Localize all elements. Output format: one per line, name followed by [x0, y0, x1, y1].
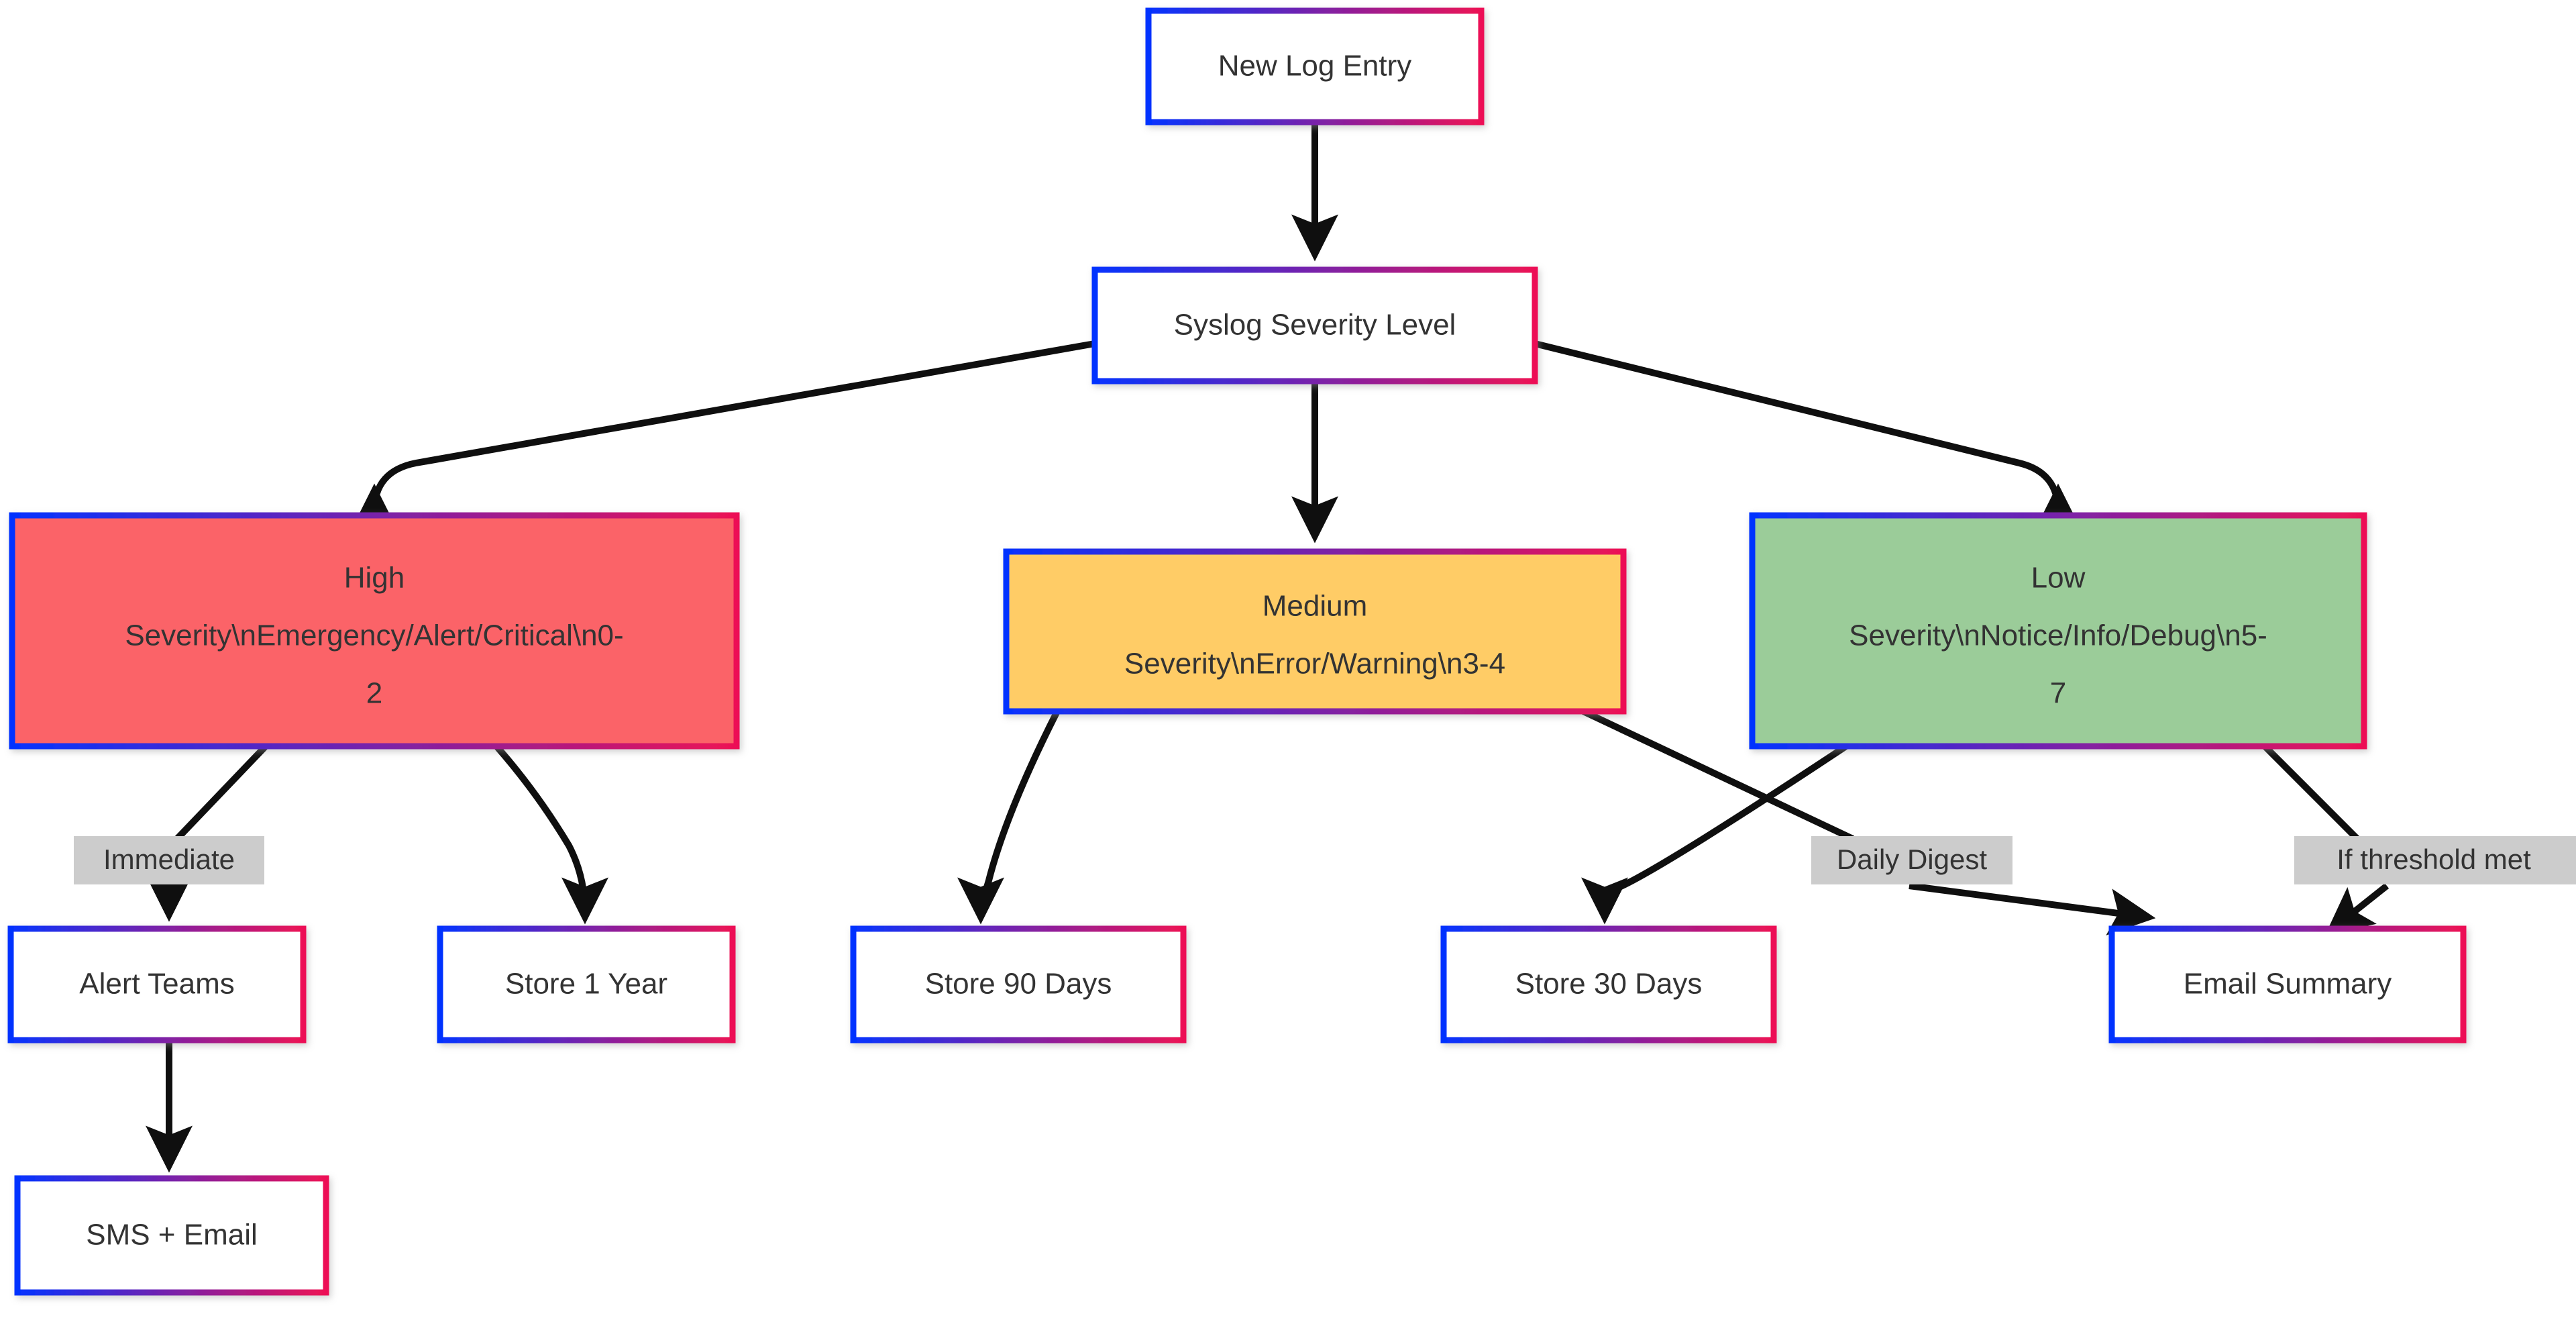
node-box-high-severity[interactable] — [9, 512, 740, 750]
edge-layer — [146, 122, 2390, 1173]
node-text-medium-severity-line2: Severity\nError/Warning\n3-4 — [1124, 648, 1505, 680]
node-box-low-severity[interactable] — [1749, 512, 2367, 750]
edge-syslog-severity-level-to-low-severity — [1534, 340, 2082, 531]
node-text-low-severity-line2: Severity\nNotice/Info/Debug\n5- — [1849, 619, 2267, 652]
node-text-store-90-days: Store 90 Days — [925, 968, 1112, 1001]
edge-high-severity-to-store-1-year — [494, 744, 608, 925]
node-text-sms-plus-email: SMS + Email — [86, 1219, 258, 1252]
node-store-30-days[interactable]: Store 30 Days — [1440, 925, 1777, 1043]
edge-label-text-daily-digest: Daily Digest — [1837, 844, 1987, 875]
edge-label-text-if-threshold-met: If threshold met — [2337, 844, 2531, 875]
node-store-1-year[interactable]: Store 1 Year — [437, 925, 736, 1043]
edge-label-daily-digest: Daily Digest — [1811, 836, 2012, 884]
node-medium-severity[interactable]: Medium Severity\nError/Warning\n3-4 — [1003, 548, 1627, 715]
edge-label-text-immediate: Immediate — [103, 844, 235, 875]
node-store-90-days[interactable]: Store 90 Days — [850, 925, 1187, 1043]
node-text-store-30-days: Store 30 Days — [1515, 968, 1703, 1001]
node-new-log-entry[interactable]: New Log Entry — [1145, 7, 1485, 125]
node-high-severity[interactable]: High Severity\nEmergency/Alert/Critical\… — [9, 512, 740, 750]
edge-label-immediate: Immediate — [74, 836, 264, 884]
node-text-medium-severity-line1: Medium — [1263, 590, 1368, 623]
edge-medium-severity-to-email-summary — [1581, 708, 1855, 842]
node-text-high-severity-line2: Severity\nEmergency/Alert/Critical\n0- — [125, 619, 623, 652]
edge-medium-severity-to-email-summary-tail — [1909, 882, 2156, 935]
node-alert-teams[interactable]: Alert Teams — [7, 925, 307, 1043]
node-text-new-log-entry: New Log Entry — [1218, 50, 1412, 83]
edge-high-severity-to-alert-teams — [173, 744, 268, 843]
edge-low-severity-to-email-summary — [2262, 744, 2360, 842]
node-box-sms-plus-email[interactable] — [14, 1175, 329, 1296]
edge-label-bg-immediate — [74, 836, 264, 884]
node-text-alert-teams: Alert Teams — [79, 968, 235, 1001]
node-box-syslog-severity-level[interactable] — [1091, 266, 1538, 385]
edge-label-bg-daily-digest — [1811, 836, 2012, 884]
edge-label-if-threshold-met: If threshold met — [2294, 836, 2576, 884]
node-text-store-1-year: Store 1 Year — [505, 968, 667, 1001]
edge-low-severity-to-email-summary-tail — [2325, 883, 2390, 935]
node-text-low-severity-line1: Low — [2031, 562, 2086, 595]
node-text-high-severity-line3: 2 — [366, 677, 382, 710]
edge-label-bg-if-threshold-met — [2294, 836, 2576, 884]
node-box-store-30-days[interactable] — [1440, 925, 1777, 1043]
node-text-low-severity-line3: 7 — [2050, 677, 2066, 710]
node-box-medium-severity[interactable] — [1003, 548, 1627, 715]
node-email-summary[interactable]: Email Summary — [2108, 925, 2467, 1043]
node-text-high-severity-line1: High — [344, 562, 405, 595]
node-box-email-summary[interactable] — [2108, 925, 2467, 1043]
node-low-severity[interactable]: Low Severity\nNotice/Info/Debug\n5- 7 — [1749, 512, 2367, 750]
edge-syslog-severity-level-to-high-severity — [351, 340, 1095, 531]
node-box-new-log-entry[interactable] — [1145, 7, 1485, 125]
node-text-email-summary: Email Summary — [2184, 968, 2392, 1001]
node-box-store-1-year[interactable] — [437, 925, 736, 1043]
node-box-store-90-days[interactable] — [850, 925, 1187, 1043]
edge-low-severity-to-store-30-days — [1581, 743, 1848, 925]
edge-medium-severity-to-store-90-days — [957, 709, 1061, 925]
node-box-alert-teams[interactable] — [7, 925, 307, 1043]
node-text-syslog-severity-level: Syslog Severity Level — [1174, 309, 1456, 342]
node-syslog-severity-level[interactable]: Syslog Severity Level — [1091, 266, 1538, 385]
node-sms-plus-email[interactable]: SMS + Email — [14, 1175, 329, 1296]
